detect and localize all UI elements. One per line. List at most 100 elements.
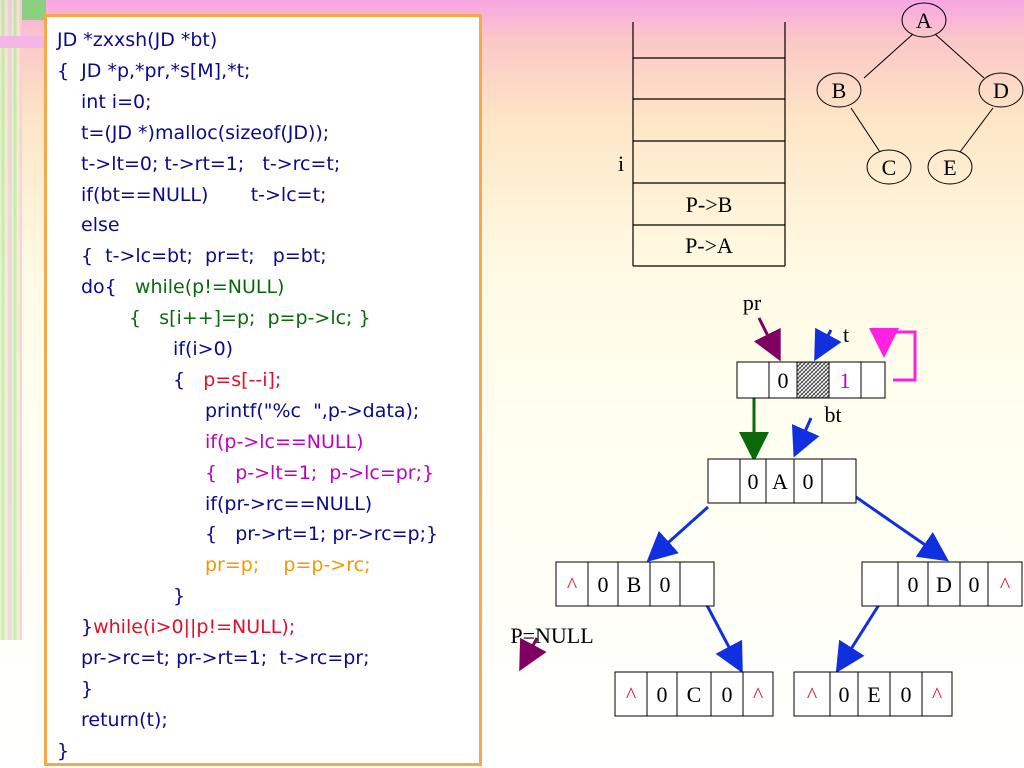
node-a-cell	[739, 458, 767, 504]
stack-index-label: i	[618, 151, 624, 176]
code-segment: pr=p; p=p->rc;	[205, 554, 371, 577]
code-line: if(pr->rc==NULL)	[205, 493, 372, 515]
code-segment: else	[81, 214, 120, 237]
code-line: JD *zxxsh(JD *bt)	[57, 29, 217, 51]
node-a-cell-text: 0	[748, 469, 759, 494]
p-null-label: P=NULL	[510, 623, 593, 648]
code-line: { p->lt=1; p->lc=pr;}	[205, 462, 434, 484]
code-line: if(i>0)	[173, 338, 233, 360]
code-segment: JD *zxxsh(JD *bt)	[57, 29, 218, 51]
code-segment: { pr->rt=1; pr->rc=p;}	[205, 523, 439, 546]
node-d-cell-text: D	[936, 572, 952, 597]
node-d-cell	[897, 561, 929, 607]
tree-node-d	[978, 72, 1024, 108]
node-b-cell	[679, 561, 715, 607]
node-e-cell-text: 0	[839, 682, 850, 707]
left-decoration-band	[0, 36, 46, 48]
code-segment: t=(JD *)malloc(sizeof(JD));	[81, 121, 330, 144]
tree-node-b	[816, 72, 862, 108]
head-node-cell-text: 0	[778, 368, 789, 393]
tree-label-c: C	[882, 155, 897, 180]
tree-node-c	[866, 149, 912, 185]
code-segment: { JD *p,*pr,*s[M],*t;	[57, 59, 251, 82]
code-line: else	[81, 214, 120, 236]
node-a-cell	[821, 458, 857, 504]
node-e-cell-text: ^	[932, 682, 943, 707]
stack: P->B P->A i	[618, 22, 786, 267]
code-segment: { p->lt=1; p->lc=pr;}	[205, 461, 435, 484]
node-c-cell	[646, 671, 678, 717]
code-line: { JD *p,*pr,*s[M],*t;	[57, 60, 250, 82]
left-decoration-top	[22, 0, 46, 20]
node-e-cell-text: ^	[807, 682, 818, 707]
code-segment: do{	[81, 276, 135, 299]
node-a-cell	[707, 458, 741, 504]
code-segment: if(i>0)	[173, 338, 234, 360]
binary-tree: A B D C E	[816, 2, 1024, 185]
node-c-cell-text: 0	[722, 682, 733, 707]
pr-label: pr	[743, 290, 762, 315]
stack-cell-pa: P->A	[685, 233, 733, 258]
head-node-cell	[736, 361, 770, 399]
node-d-cell	[959, 561, 989, 607]
p-null-arrow	[519, 637, 547, 672]
code-line: }	[57, 740, 69, 762]
code-segment: while(p!=NULL)	[134, 276, 285, 299]
code-segment: { s[i++]=p; p=p->lc; }	[129, 307, 371, 330]
code-line: pr=p; p=p->rc;	[205, 554, 370, 576]
code-segment: int i=0;	[81, 90, 152, 113]
code-segment: if(p->lc==NULL)	[205, 430, 364, 453]
node-a-cell-text: 0	[803, 469, 814, 494]
node-c-cell	[742, 671, 774, 717]
node-d-cell-text: 0	[908, 572, 919, 597]
node-b-cell	[649, 561, 681, 607]
head-node-cell-text: 1	[840, 368, 851, 393]
node-c-cell-text: ^	[753, 682, 764, 707]
t-arrow	[814, 327, 842, 362]
code-segment: printf("%c ",p->data);	[205, 399, 420, 422]
code-segment: }	[81, 677, 94, 700]
tree-label-e: E	[943, 155, 956, 180]
tree-label-b: B	[832, 78, 847, 103]
node-a-cell	[793, 458, 823, 504]
code-line: { t->lc=bt; pr=t; p=bt;	[81, 245, 327, 267]
node-b-cell-text: 0	[660, 572, 671, 597]
bt-arrow	[791, 417, 820, 458]
tree-node-a	[901, 2, 947, 38]
node-e-cell-text: 0	[901, 682, 912, 707]
node-e-cell-text: E	[867, 682, 880, 707]
code-segment: return(t);	[81, 708, 168, 731]
stack-cell-pb: P->B	[686, 192, 733, 217]
code-line: printf("%c ",p->data);	[205, 400, 419, 422]
code-line: t->lt=0; t->rt=1; t->rc=t;	[81, 153, 340, 175]
head-node-cell	[828, 361, 862, 399]
code-segment: t->lt=0; t->rt=1; t->rc=t;	[81, 152, 341, 175]
code-segment: {	[173, 368, 204, 391]
code-segment: if(bt==NULL) t->lc=t;	[81, 183, 327, 206]
node-d-cell-text: ^	[1000, 572, 1011, 597]
t-label: t	[843, 322, 849, 347]
node-d-cell	[927, 561, 961, 607]
node-e-cell	[921, 671, 953, 717]
b-rc-arrow	[700, 595, 743, 674]
a-rc-arrow	[852, 493, 949, 562]
left-decoration	[0, 0, 22, 640]
node-a-cell	[765, 458, 795, 504]
code-segment: }	[81, 616, 94, 639]
head-node-cell	[768, 361, 798, 399]
code-line: }	[81, 678, 93, 700]
code-line: }	[173, 585, 185, 607]
code-line: }while(i>0||p!=NULL);	[81, 616, 295, 638]
code-segment: if(pr->rc==NULL)	[205, 492, 373, 515]
node-b-cell	[587, 561, 619, 607]
node-b-cell	[617, 561, 651, 607]
a-lc-arrow	[646, 505, 710, 563]
t-rc-self-arrow	[869, 328, 917, 382]
